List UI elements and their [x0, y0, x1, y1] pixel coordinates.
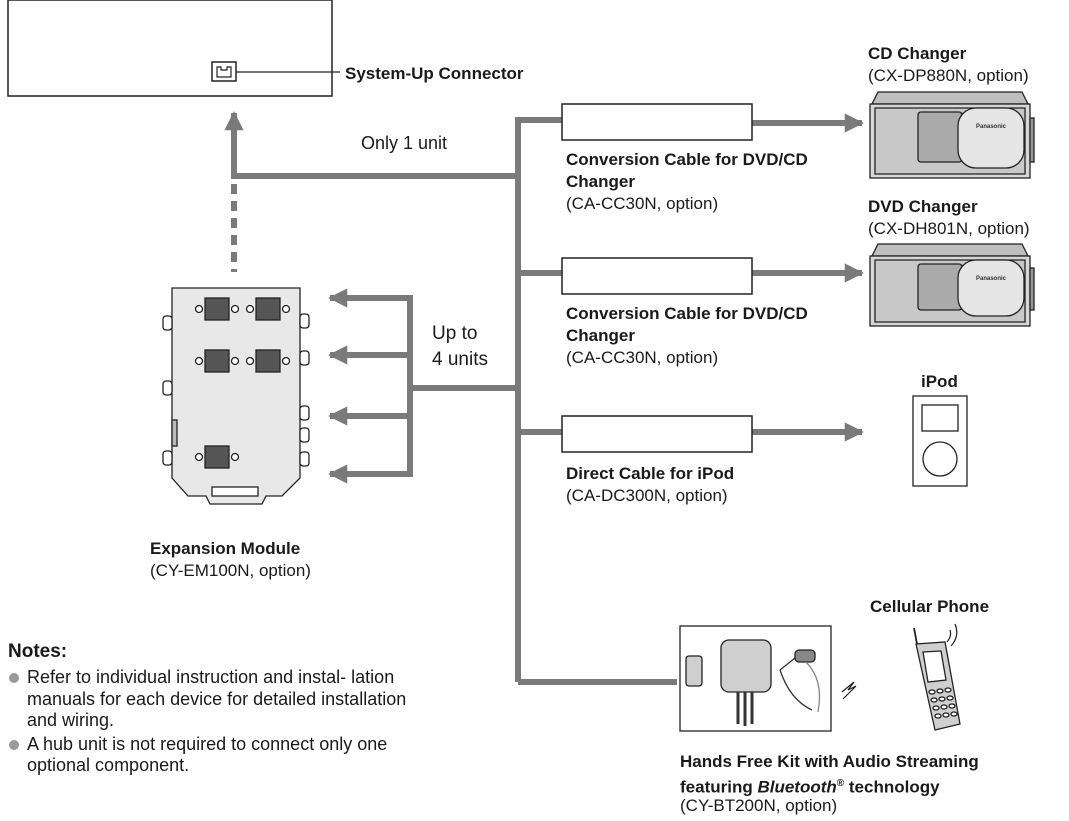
system-up-connector-icon — [211, 61, 237, 82]
svg-text:Panasonic: Panasonic — [976, 124, 1007, 130]
bluetooth-brand: Bluetooth — [757, 777, 837, 797]
notes-heading: Notes: — [8, 641, 68, 662]
dvd-changer-name: DVD Changer — [868, 197, 978, 216]
expansion-module-name: Expansion Module — [150, 539, 301, 558]
cellular-phone-name: Cellular Phone — [870, 597, 990, 616]
note-item: Refer to individual instruction and inst… — [8, 667, 438, 732]
hands-free-kit-icon — [679, 625, 832, 732]
dvd-changer-model: (CX-DH801N, option) — [868, 219, 1030, 238]
cable-box-2 — [561, 257, 753, 295]
cable-1-model: (CA-CC30N, option) — [566, 194, 719, 213]
expansion-module-icon — [162, 287, 310, 505]
cd-changer-name: CD Changer — [868, 44, 967, 63]
ipod-name: iPod — [921, 372, 958, 391]
up-to-label: Up to — [432, 323, 478, 344]
dvd-changer-icon: Panasonic — [869, 243, 1035, 327]
cable-1-name-line2: Changer — [566, 172, 635, 191]
cable-box-1 — [561, 103, 753, 141]
cable-2-name-line2: Changer — [566, 326, 635, 345]
hands-free-kit-model: (CY-BT200N, option) — [680, 796, 838, 815]
cable-box-3 — [561, 415, 753, 453]
svg-text:Panasonic: Panasonic — [976, 276, 1007, 282]
bullet-icon — [9, 673, 19, 683]
cellular-phone-icon — [913, 623, 961, 731]
head-unit — [7, 0, 333, 97]
ipod-icon — [912, 395, 968, 487]
notes-list: Refer to individual instruction and inst… — [8, 667, 438, 779]
note-item: A hub unit is not required to connect on… — [8, 734, 438, 777]
hands-free-kit-name: Hands Free Kit with Audio Streaming — [680, 752, 979, 771]
cable-2-model: (CA-CC30N, option) — [566, 348, 719, 367]
bullet-icon — [9, 739, 19, 750]
cable-3-model: (CA-DC300N, option) — [566, 486, 728, 505]
only-one-unit-label: Only 1 unit — [361, 133, 448, 153]
hands-free-kit-feature: featuring Bluetooth® technology — [680, 777, 940, 797]
cable-2-name-line1: Conversion Cable for DVD/CD — [566, 304, 808, 323]
system-up-connector-label: System-Up Connector — [345, 64, 524, 83]
units-label: 4 units — [432, 349, 488, 370]
wireless-signal-icon — [841, 681, 857, 700]
cable-1-name-line1: Conversion Cable for DVD/CD — [566, 150, 808, 169]
cable-3-name: Direct Cable for iPod — [566, 464, 735, 483]
expansion-module-model: (CY-EM100N, option) — [150, 561, 311, 580]
cd-changer-icon: Panasonic — [869, 91, 1035, 179]
cd-changer-model: (CX-DP880N, option) — [868, 66, 1029, 85]
